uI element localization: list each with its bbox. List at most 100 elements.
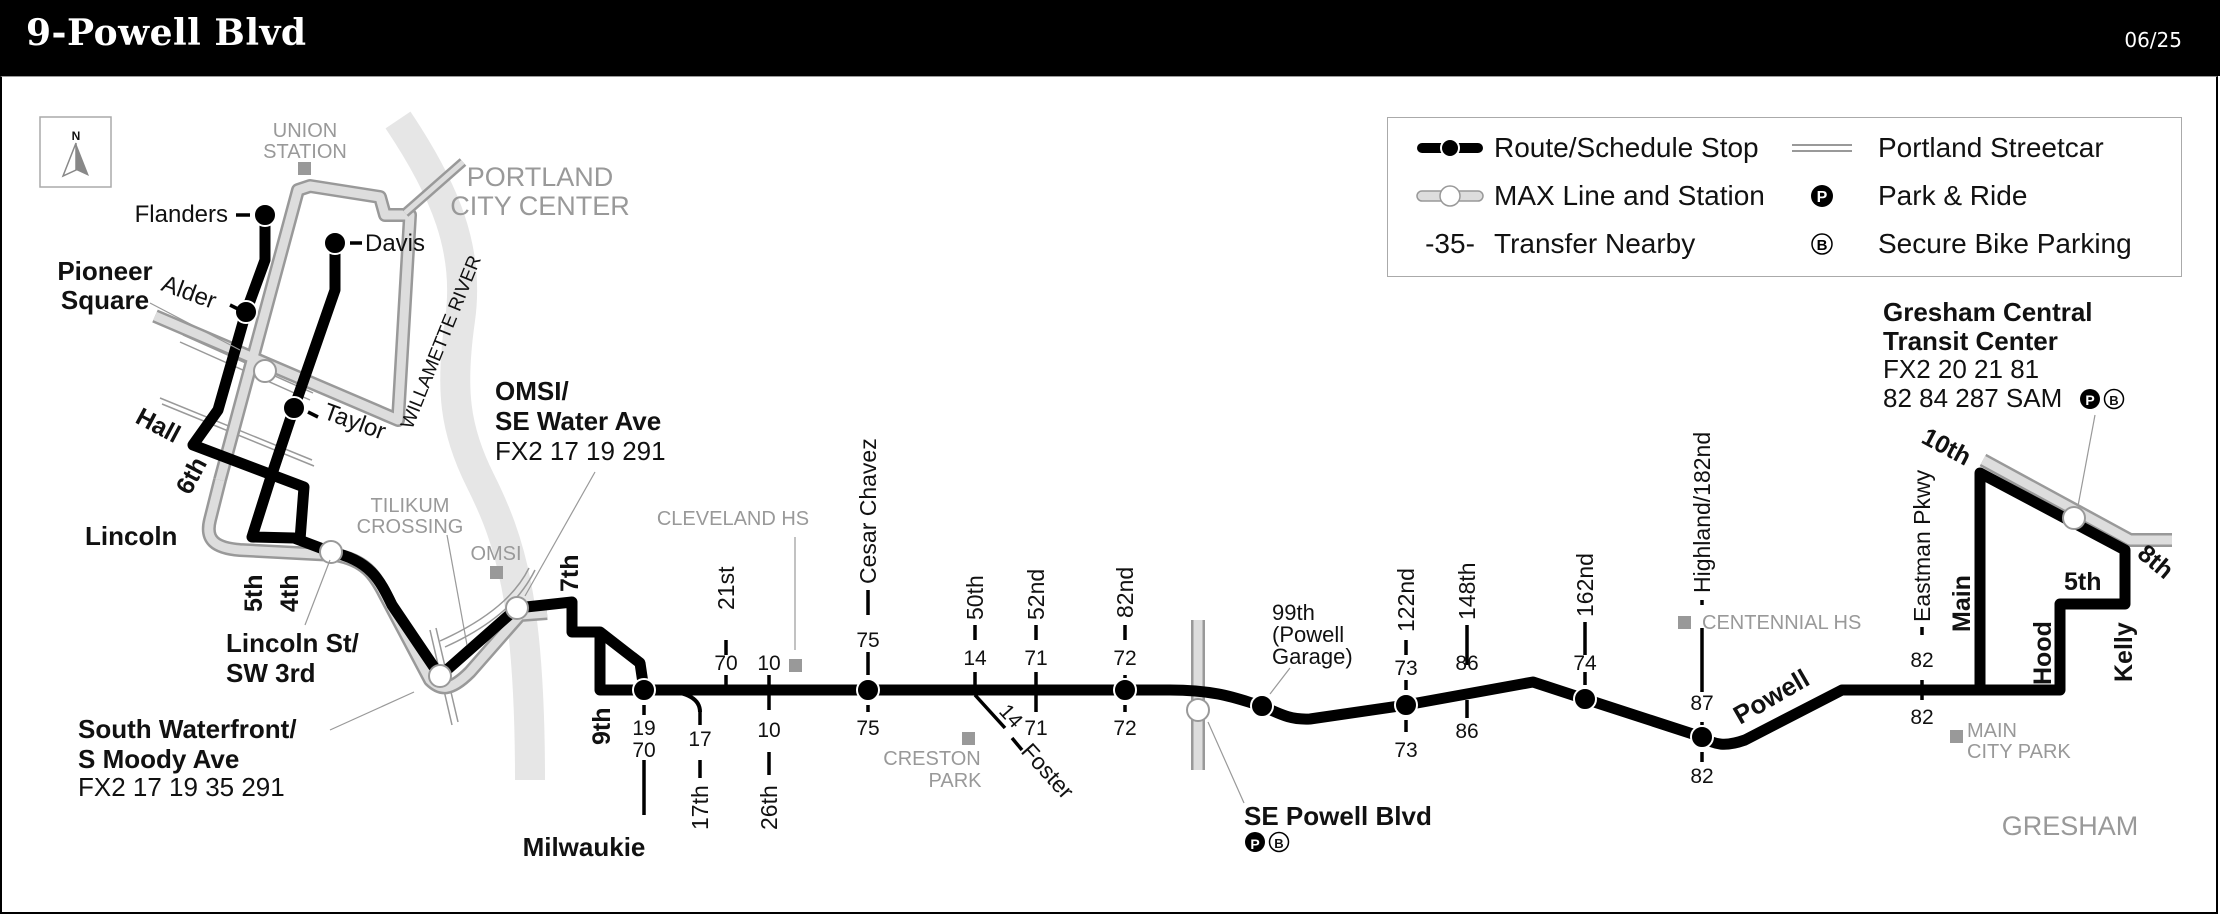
- route-stop-icon: [1406, 138, 1494, 158]
- landmark-tilikum: TILIKUM: [371, 495, 450, 517]
- street-powell: Powell: [1728, 663, 1814, 730]
- legend-bike: B Secure Bike Parking: [1778, 228, 2132, 260]
- stop-south-waterfront-2: S Moody Ave: [78, 744, 239, 774]
- transfer-75-bot: 75: [856, 717, 879, 740]
- street-hood: Hood: [2029, 621, 2057, 685]
- streetcar-icon: [1778, 143, 1866, 153]
- area-portland: PORTLAND: [467, 162, 614, 192]
- stop-omsi-2: SE Water Ave: [495, 406, 661, 436]
- stop-gresham-central[interactable]: Gresham Central: [1883, 297, 2093, 327]
- landmark-creston: CRESTON: [883, 748, 980, 770]
- stop-omsi[interactable]: OMSI/: [495, 376, 569, 406]
- stop-south-waterfront[interactable]: South Waterfront/: [78, 714, 297, 744]
- legend-transfer: -35- Transfer Nearby: [1406, 228, 1695, 260]
- landmark-tilikum-2: CROSSING: [357, 516, 464, 538]
- transfer-86-bot: 86: [1455, 720, 1478, 743]
- stop-pioneer-square-2: Square: [61, 285, 149, 315]
- street-52nd: 52nd: [1023, 569, 1049, 620]
- stop-highland[interactable]: Highland/182nd: [1689, 432, 1715, 593]
- transfer-73-bot: 73: [1394, 739, 1417, 762]
- stop-milwaukie[interactable]: Milwaukie: [523, 832, 646, 862]
- transfer-71-top: 71: [1024, 647, 1047, 670]
- street-5th-gresham: 5th: [2064, 568, 2102, 596]
- landmark-union: UNION: [273, 120, 337, 142]
- area-gresham: GRESHAM: [2002, 811, 2139, 841]
- legend-streetcar: Portland Streetcar: [1778, 132, 2104, 164]
- map-legend: Route/Schedule Stop MAX Line and Station…: [1387, 117, 2182, 277]
- route-title: 9-Powell Blvd: [26, 12, 307, 54]
- transfer-87: 87: [1690, 692, 1713, 715]
- legend-streetcar-label: Portland Streetcar: [1878, 132, 2104, 163]
- stop-lincoln-st[interactable]: Lincoln St/: [226, 628, 359, 658]
- stop-82nd[interactable]: 82nd: [1112, 567, 1138, 618]
- gresham-routes-2: 82 84 287 SAM: [1883, 383, 2062, 413]
- stop-162nd[interactable]: 162nd: [1572, 553, 1598, 617]
- transfer-74: 74: [1573, 652, 1597, 675]
- legend-route-stop: Route/Schedule Stop: [1406, 132, 1759, 164]
- transfer-14-foster: 14: [994, 700, 1027, 733]
- stop-alder[interactable]: Alder: [158, 270, 220, 315]
- transfer-icon: -35-: [1425, 228, 1475, 259]
- transfer-14: 14: [963, 647, 987, 670]
- transfer-10-top: 10: [757, 652, 780, 675]
- leader-lines: [149, 302, 2096, 804]
- street-148th: 148th: [1454, 562, 1480, 620]
- gresham-amenities: P B: [2080, 388, 2125, 410]
- landmark-union-2: STATION: [263, 141, 347, 163]
- legend-route-stop-label: Route/Schedule Stop: [1494, 132, 1759, 163]
- stop-pioneer-square[interactable]: Pioneer: [57, 256, 152, 286]
- street-7th: 7th: [556, 555, 584, 593]
- street-foster: Foster: [1016, 738, 1079, 804]
- legend-park-ride-label: Park & Ride: [1878, 180, 2028, 211]
- bike-parking-icon: B: [2109, 393, 2118, 408]
- legend-max-label: MAX Line and Station: [1494, 180, 1765, 211]
- stop-davis[interactable]: Davis: [365, 230, 425, 257]
- transfer-19: 19: [632, 717, 655, 740]
- street-6th: 6th: [171, 453, 213, 499]
- landmark-icons: [298, 162, 1963, 745]
- stop-99th-2: (Powell: [1272, 622, 1344, 647]
- transfer-82-bot: 82: [1910, 706, 1933, 729]
- landmark-omsi: OMSI: [470, 543, 521, 565]
- bike-parking-icon: B: [1274, 836, 1283, 851]
- stop-flanders[interactable]: Flanders: [135, 201, 228, 228]
- transfer-82-highland: 82: [1690, 765, 1713, 788]
- stop-gresham-central-2: Transit Center: [1883, 326, 2058, 356]
- stop-lincoln-st-2: SW 3rd: [226, 658, 316, 688]
- stop-99th[interactable]: 99th: [1272, 600, 1315, 625]
- street-eastman: Eastman Pkwy: [1909, 469, 1935, 622]
- park-ride-icon: P: [2085, 392, 2094, 408]
- header-bar: 9-Powell Blvd 06/25: [0, 0, 2220, 76]
- street-26th: 26th: [756, 785, 782, 830]
- stop-122nd[interactable]: 122nd: [1393, 568, 1419, 632]
- area-portland-2: CITY CENTER: [450, 191, 630, 221]
- svg-text:N: N: [72, 129, 81, 143]
- max-station-icons: [253, 359, 2086, 722]
- transfer-70-21st: 70: [714, 652, 737, 675]
- transfer-17: 17: [688, 728, 711, 751]
- street-50th: 50th: [962, 575, 988, 620]
- transfer-82-top: 82: [1910, 649, 1933, 672]
- legend-transfer-label: Transfer Nearby: [1494, 228, 1696, 259]
- transfer-73-top: 73: [1394, 657, 1417, 680]
- landmark-main-city-2: CITY PARK: [1967, 741, 2071, 763]
- transfer-ticks: [229, 213, 1924, 815]
- stop-se-powell[interactable]: SE Powell Blvd: [1244, 801, 1432, 831]
- north-arrow-icon: N: [39, 116, 112, 188]
- route-17-curve: [659, 688, 702, 713]
- route-9-line: [187, 215, 2131, 750]
- stop-cesar-chavez[interactable]: Cesar Chavez: [855, 438, 881, 584]
- legend-park-ride: P Park & Ride: [1778, 180, 2027, 212]
- bike-parking-icon: B: [1778, 232, 1866, 256]
- map-frame: [0, 76, 2218, 914]
- route-stop-icons[interactable]: [234, 203, 1714, 749]
- street-17th: 17th: [687, 785, 713, 830]
- street-kelly: Kelly: [2110, 622, 2138, 682]
- transfer-72-top: 72: [1113, 647, 1136, 670]
- transfer-75-top: 75: [856, 629, 879, 652]
- legend-bike-label: Secure Bike Parking: [1878, 228, 2132, 259]
- park-ride-icon: P: [1250, 836, 1259, 852]
- landmark-creston-2: PARK: [929, 770, 983, 792]
- max-station-icon: [1406, 184, 1494, 208]
